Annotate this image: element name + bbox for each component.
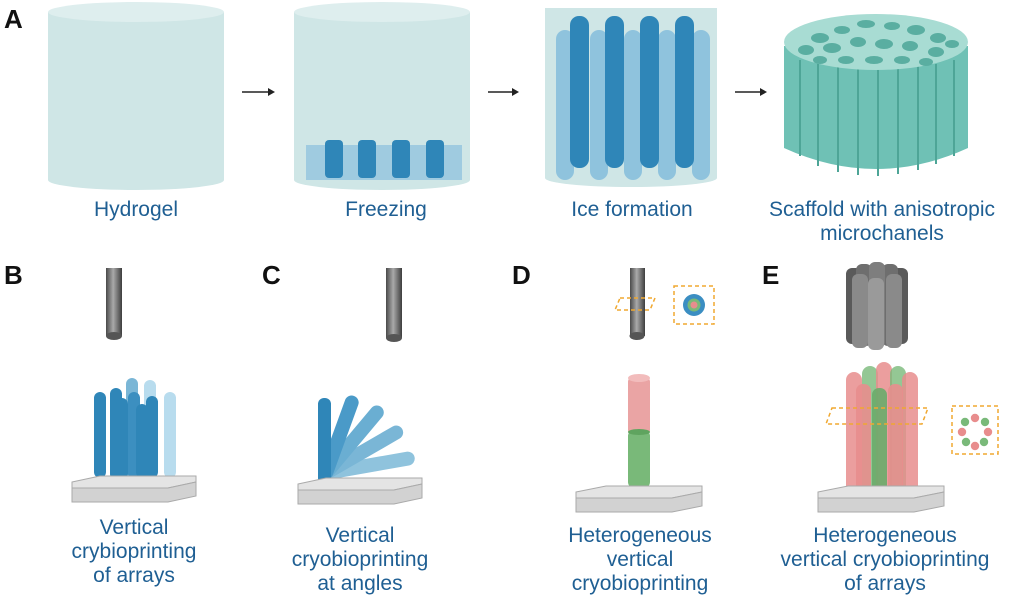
caption-c-line3: at angles: [317, 572, 403, 595]
nozzle-cross-section-inset-d: [673, 285, 715, 325]
cross-section-plane-e: [824, 407, 930, 425]
caption-scaffold-line1: Scaffold with anisotropic: [768, 198, 996, 221]
heterogeneous-array-e: [846, 362, 918, 500]
nozzle-b: [106, 268, 122, 340]
array-cross-section-inset-e: [951, 405, 999, 455]
heterogeneous-filament-d: [628, 374, 650, 488]
caption-c-line1: Vertical: [325, 524, 395, 547]
arrow-icon: [488, 88, 519, 96]
panel-letter-d: D: [512, 260, 531, 290]
printed-array-b: [94, 378, 176, 480]
caption-freezing: Freezing: [345, 198, 427, 221]
caption-e-line1: Heterogeneous: [813, 524, 957, 547]
caption-c-line2: cryobioprinting: [291, 548, 429, 571]
substrate-plate-d: [575, 485, 703, 513]
ice-formation-cylinder: [545, 8, 717, 187]
porous-scaffold: [784, 14, 968, 176]
freezing-cylinder: [294, 2, 470, 190]
hydrogel-cylinder: [48, 2, 224, 190]
panel-letter-e: E: [762, 260, 780, 290]
caption-scaffold-line2: microchanels: [820, 222, 944, 245]
caption-d-line3: cryobioprinting: [571, 572, 709, 595]
arrow-icon: [735, 88, 767, 96]
caption-e-line3: of arrays: [844, 572, 926, 595]
caption-b-line1: Vertical: [99, 516, 169, 539]
caption-b-line2: crybioprinting: [71, 540, 197, 563]
caption-e-line2: vertical cryobioprinting: [780, 548, 990, 571]
printed-angled-filaments-c: [318, 395, 415, 484]
caption-d-line1: Heterogeneous: [568, 524, 712, 547]
substrate-plate-b: [71, 475, 197, 503]
caption-hydrogel: Hydrogel: [93, 198, 179, 221]
caption-d-line2: vertical: [606, 548, 674, 571]
panel-letter-a: A: [4, 4, 23, 34]
caption-ice-formation: Ice formation: [571, 198, 693, 221]
nozzle-c: [386, 268, 402, 342]
substrate-plate-c: [297, 477, 423, 505]
caption-b-line3: of arrays: [93, 564, 175, 587]
substrate-plate-e: [817, 485, 945, 513]
arrow-icon: [242, 88, 275, 96]
nozzle-d: [629, 268, 645, 340]
panel-letter-b: B: [4, 260, 23, 290]
multi-nozzle-bundle-e: [846, 262, 908, 350]
cross-section-plane-d: [613, 297, 657, 311]
panel-letter-c: C: [262, 260, 281, 290]
